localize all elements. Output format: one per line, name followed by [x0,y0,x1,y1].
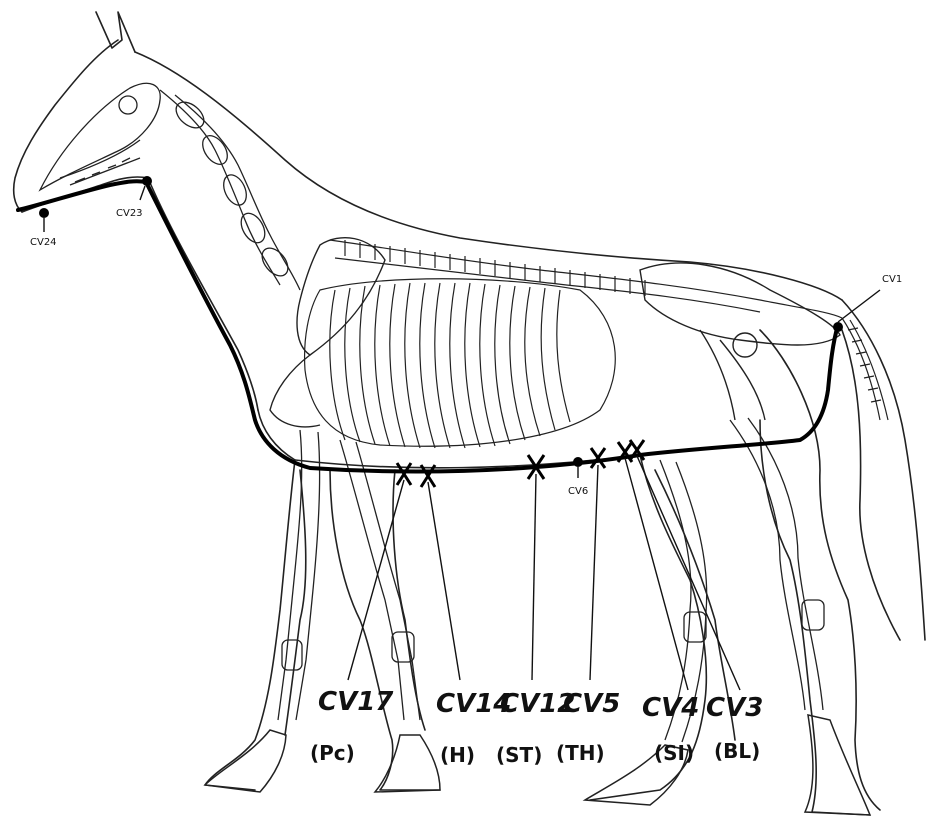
skull [40,83,160,190]
cv23-dot [143,177,152,186]
point-markers [40,177,843,488]
cv17-label: CV17 [318,687,394,717]
cv23-label: CV23 [116,208,143,219]
ribcage [305,279,616,448]
cv6-dot [574,458,583,467]
cv4-organ: (SI) [654,741,694,765]
cv1-label: CV1 [882,274,902,285]
neck-vertebrae [160,90,300,290]
cv3-organ: (BL) [714,739,760,763]
cv12-organ: (ST) [496,743,542,767]
cv4-label: CV4 [642,693,699,723]
cv24-label: CV24 [30,237,57,248]
small-point-labels: CV24 CV23 CV1 CV6 [30,208,902,497]
cv1-dot [834,323,843,332]
bottom-point-labels: CV17 (Pc) CV14 (H) CV12 (ST) CV5 (TH) CV… [310,687,763,767]
hoof-front-left [205,730,286,792]
cv5-organ: (TH) [556,741,605,765]
cv5-label: CV5 [563,689,620,719]
cv6-label: CV6 [568,486,588,497]
cv3-label: CV3 [706,693,763,723]
x-marks [397,440,644,487]
cv17-organ: (Pc) [310,741,355,765]
cv24-dot [40,209,49,218]
cv14-organ: (H) [440,743,475,767]
meridian-line [18,181,838,471]
pelvis [640,263,840,420]
